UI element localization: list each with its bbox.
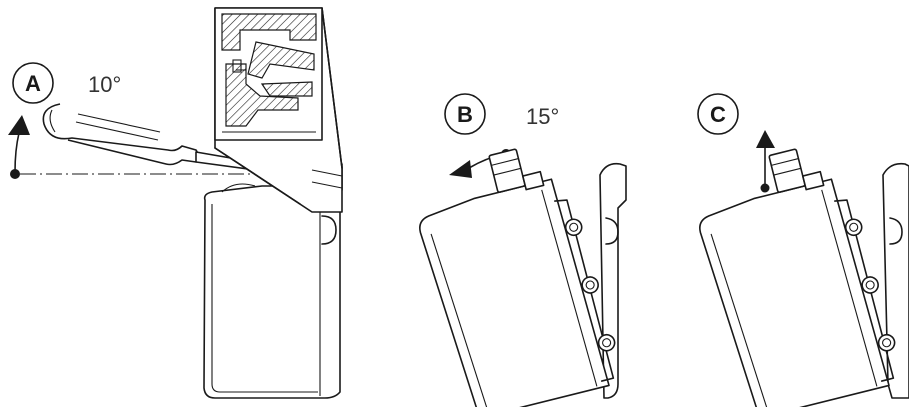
step-c-housing xyxy=(699,148,896,407)
step-b-screw-2 xyxy=(581,276,599,294)
step-b-housing xyxy=(419,148,616,407)
step-a-badge: A xyxy=(12,62,54,104)
step-a-housing xyxy=(203,183,341,399)
step-a-up-arrow-icon xyxy=(8,115,30,179)
step-c-up-arrow-icon xyxy=(756,130,775,193)
step-b-wall-bracket xyxy=(599,162,627,399)
step-b-screw-1 xyxy=(564,218,583,237)
step-b-angle: 15° xyxy=(526,104,559,129)
step-a-pivot-point xyxy=(10,169,20,179)
detail-hatch-lower xyxy=(260,81,313,97)
step-b-label: B xyxy=(457,102,473,127)
detail-hatch-left xyxy=(225,63,299,127)
step-a-detail-view xyxy=(214,7,343,213)
step-c-badge: C xyxy=(697,93,739,135)
step-c-pivot-point xyxy=(760,183,770,193)
detail-hatch-top xyxy=(221,13,317,51)
step-c-wall-bracket xyxy=(882,162,909,399)
step-c-screw-1 xyxy=(844,218,863,237)
step-c: C xyxy=(697,93,909,407)
step-b: B 15° xyxy=(419,93,627,407)
step-a: A 10° xyxy=(8,7,343,399)
step-a-angle: 10° xyxy=(88,72,121,97)
step-b-circle xyxy=(444,93,486,135)
detail-hatch-mid xyxy=(247,41,315,79)
step-b-badge: B xyxy=(444,93,486,135)
step-c-screw-3 xyxy=(877,333,896,352)
step-c-screw-2 xyxy=(861,276,879,294)
step-a-label: A xyxy=(25,71,41,96)
step-c-circle xyxy=(697,93,739,135)
step-c-label: C xyxy=(710,102,726,127)
step-b-screw-3 xyxy=(597,333,616,352)
step-a-circle xyxy=(12,62,54,104)
